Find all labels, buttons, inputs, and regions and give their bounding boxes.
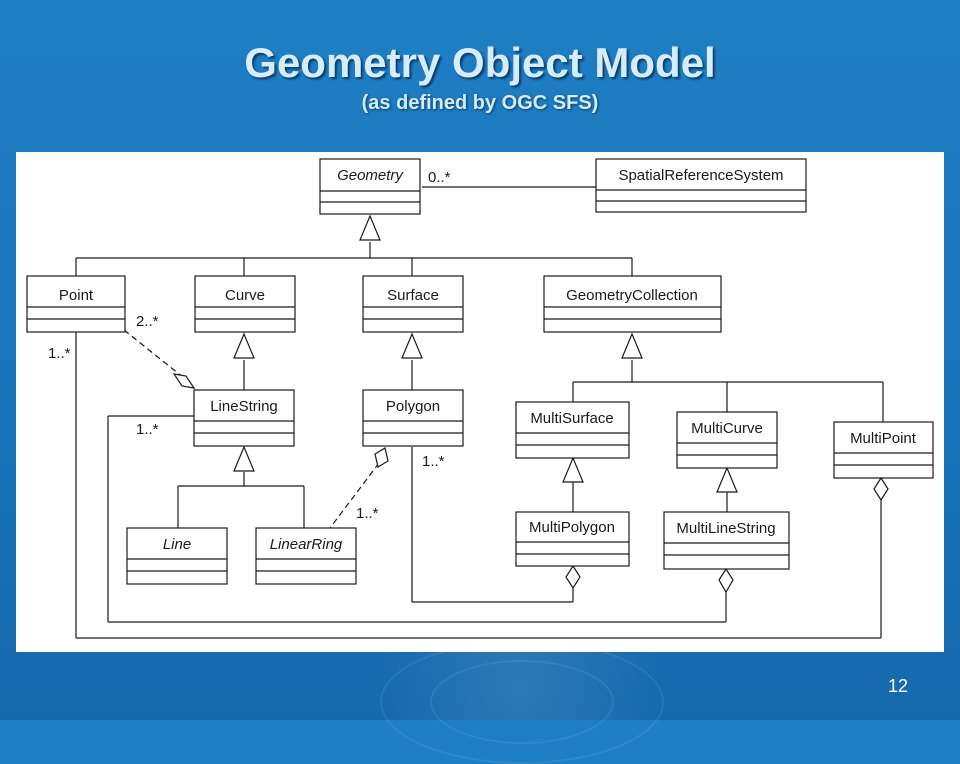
class-name-multicurve: MultiCurve <box>691 420 763 437</box>
ripple-decoration <box>430 660 614 744</box>
aggregation-diamond-multipoint <box>873 476 889 502</box>
aggregation-diamond-multilinestring <box>718 567 734 594</box>
class-point <box>26 275 126 333</box>
multiplicity-polygon-multipolygon: 1..* <box>422 453 445 470</box>
multiplicity-geometry-srs: 0..* <box>428 169 451 186</box>
aggregation-diamond-polygon <box>374 447 389 468</box>
class-linearring <box>255 527 357 585</box>
class-labels: Geometry SpatialReferenceSystem Point Cu… <box>59 167 917 553</box>
aggregation-diamond-linestring <box>172 373 196 389</box>
class-name-surface: Surface <box>387 287 439 304</box>
class-multicurve <box>676 411 778 469</box>
generalization-arrow-geometry <box>359 214 381 241</box>
class-name-polygon: Polygon <box>386 398 440 415</box>
class-linestring <box>193 389 295 447</box>
generalization-arrow-geometrycollection <box>621 332 643 359</box>
class-geometrycollection <box>543 275 722 333</box>
slide-title: Geometry Object Model <box>244 39 716 86</box>
class-name-linearring: LinearRing <box>270 536 343 553</box>
class-curve <box>194 275 296 333</box>
multiplicity-point-linestring-left: 2..* <box>136 313 159 330</box>
multiplicity-linestring-vertices: 1..* <box>136 421 159 438</box>
class-multipoint <box>833 421 934 479</box>
class-polygon <box>362 389 464 447</box>
uml-diagram-panel: Geometry SpatialReferenceSystem Point Cu… <box>16 152 944 652</box>
multiplicity-labels: 0..* 2..* 1..* 1..* 1..* 1..* <box>48 169 451 522</box>
uml-class-diagram: Geometry SpatialReferenceSystem Point Cu… <box>26 158 934 639</box>
multiplicity-point-linestring-right: 1..* <box>48 345 71 362</box>
class-multisurface <box>515 401 630 459</box>
class-name-multilinestring: MultiLineString <box>676 520 775 537</box>
class-spatialreferencesystem <box>595 158 807 213</box>
class-name-multipolygon: MultiPolygon <box>529 519 615 536</box>
class-name-line: Line <box>163 536 191 553</box>
generalization-arrow-curve <box>233 332 255 359</box>
slide-subtitle: (as defined by OGC SFS) <box>361 92 599 114</box>
class-line <box>126 527 228 585</box>
generalization-arrow-linestring <box>233 445 255 472</box>
multiplicity-polygon-linearring: 1..* <box>356 505 379 522</box>
class-name-geometrycollection: GeometryCollection <box>566 287 698 304</box>
aggregation-diamond-multipolygon <box>565 564 581 590</box>
point-linestring-aggregation <box>123 329 185 379</box>
class-name-spatialreferencesystem: SpatialReferenceSystem <box>618 167 783 184</box>
class-surface <box>362 275 464 333</box>
class-name-geometry: Geometry <box>337 167 404 184</box>
class-geometry <box>319 158 421 215</box>
class-name-linestring: LineString <box>210 398 278 415</box>
class-multipolygon <box>515 511 630 567</box>
aggregation-diamonds <box>172 373 889 594</box>
polygon-linearring-aggregation <box>329 462 380 529</box>
generalization-arrow-multisurface <box>562 456 584 483</box>
page-number: 12 <box>887 676 909 696</box>
class-name-curve: Curve <box>225 287 265 304</box>
generalization-arrow-surface <box>401 332 423 359</box>
class-name-multipoint: MultiPoint <box>850 430 917 447</box>
class-multilinestring <box>663 511 790 570</box>
generalization-arrow-multicurve <box>716 466 738 493</box>
generalization-arrows <box>233 214 738 493</box>
class-name-point: Point <box>59 287 94 304</box>
connector-lines <box>75 186 884 639</box>
class-name-multisurface: MultiSurface <box>530 410 613 427</box>
